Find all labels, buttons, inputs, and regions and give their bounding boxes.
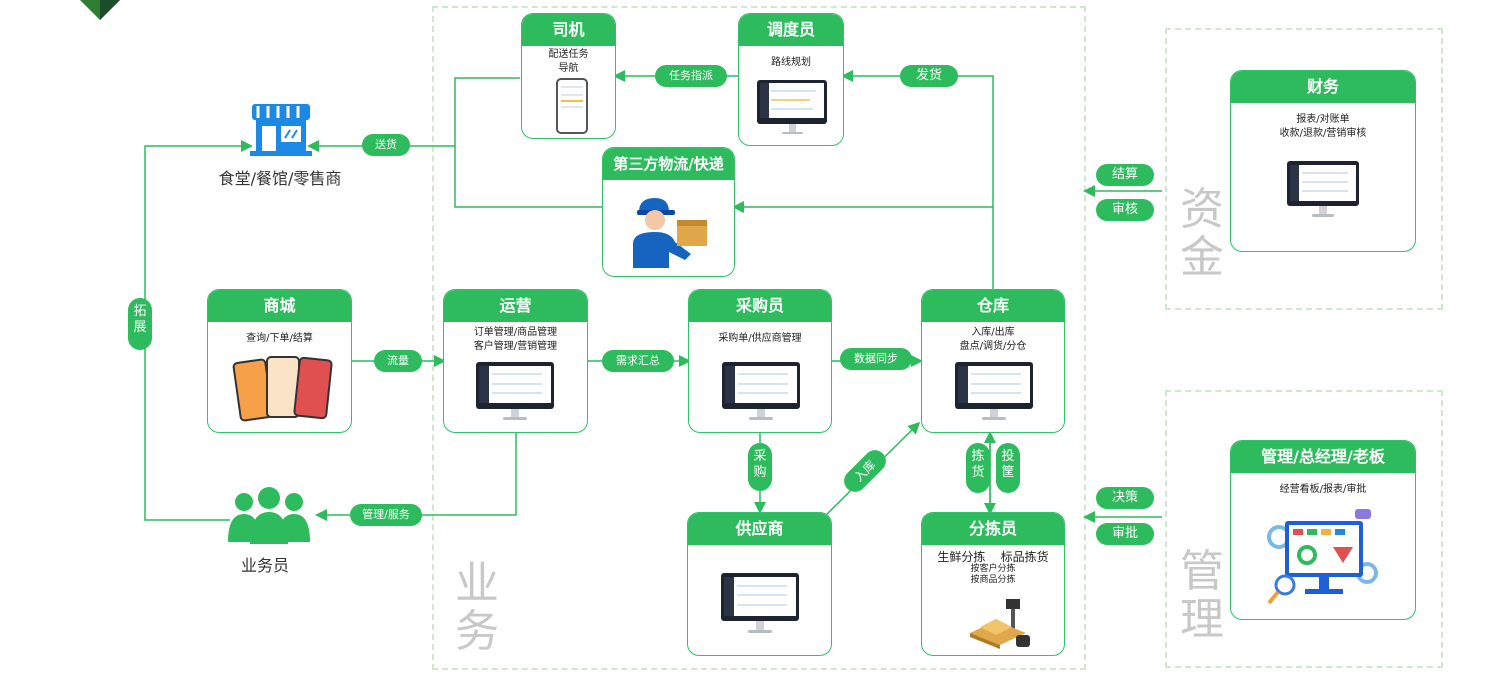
funds-zone-label: 资 金 [1180, 184, 1224, 284]
manage-service-pill: 管理/服务 [350, 504, 422, 526]
restaurant-label: 食堂/餐馆/零售商 [218, 169, 342, 188]
sorter-title: 分拣员 [922, 513, 1064, 545]
approve-pill: 审批 [1096, 523, 1154, 545]
decide-pill: 决策 [1096, 487, 1154, 509]
driver-title: 司机 [522, 14, 615, 46]
dispatcher-line1: 路线规划 [771, 57, 811, 68]
dispatcher-monitor [757, 80, 827, 136]
funds-zone [1165, 28, 1443, 310]
store-icon [250, 100, 312, 156]
salesman-label: 业务员 [240, 556, 289, 575]
finance-line2: 收款/退款/营销审核 [1279, 128, 1367, 139]
purchaser-line1: 采购单/供应商管理 [718, 333, 802, 344]
settle-pill: 结算 [1096, 164, 1154, 186]
sorter-card: 分拣员 生鲜分拣 标品拣货 按客户分拣 按商品分拣 [921, 512, 1065, 656]
mall-title: 商城 [208, 290, 351, 322]
data-sync-pill: 数据同步 [840, 348, 912, 370]
operations-line2: 客户管理/营销管理 [473, 341, 558, 352]
supplier-title: 供应商 [688, 513, 831, 545]
operations-card: 运营 订单管理/商品管理 客户管理/营销管理 [443, 289, 588, 433]
driver-line2: 导航 [558, 63, 579, 74]
edge-ship [841, 70, 994, 290]
warehouse-title: 仓库 [922, 290, 1064, 322]
sorter-line2: 按客户分拣 [970, 564, 1016, 574]
edge-manage-service [315, 433, 517, 521]
ship-pill: 发货 [900, 65, 958, 87]
driver-card: 司机 配送任务 导航 [521, 13, 616, 139]
edge-deliver [307, 77, 520, 152]
management-title: 管理/总经理/老板 [1231, 441, 1415, 473]
finance-monitor [1287, 161, 1359, 219]
driver-line1: 配送任务 [548, 49, 589, 60]
demand-summary-pill: 需求汇总 [602, 350, 674, 372]
purchase-pill: 采购 [748, 443, 772, 491]
supplier-monitor [721, 573, 799, 635]
sorter-line3: 按商品分拣 [970, 575, 1016, 585]
dispatcher-card: 调度员 路线规划 [738, 13, 844, 146]
finance-card: 财务 报表/对账单 收款/退款/营销审核 [1230, 70, 1416, 252]
audit-pill: 审核 [1096, 199, 1154, 221]
management-line1: 经营看板/报表/审批 [1279, 484, 1367, 495]
sorter-line1: 生鲜分拣 标品拣货 [937, 550, 1049, 564]
management-zone [1165, 390, 1443, 668]
operations-line1: 订单管理/商品管理 [473, 327, 558, 338]
logo [60, 0, 140, 20]
warehouse-monitor [955, 362, 1033, 422]
people-icon [226, 486, 312, 544]
purchaser-title: 采购员 [689, 290, 831, 322]
pick-pill: 拣货 [966, 443, 990, 493]
logistics-card: 第三方物流/快递 [602, 147, 735, 277]
business-zone [432, 6, 1086, 670]
management-zone-label: 管 理 [1180, 546, 1224, 646]
operations-monitor [476, 362, 554, 422]
purchaser-card: 采购员 采购单/供应商管理 [688, 289, 832, 433]
scale-icon [966, 597, 1034, 651]
finance-title: 财务 [1231, 71, 1415, 103]
assign-task-pill: 任务指派 [655, 65, 727, 87]
dispatcher-title: 调度员 [739, 14, 843, 46]
business-zone-label: 业 务 [455, 558, 499, 658]
warehouse-line2: 盘点/调货/分仓 [959, 341, 1027, 352]
phone-mockup [556, 78, 588, 134]
courier-icon [629, 194, 711, 268]
supplier-card: 供应商 [687, 512, 832, 656]
deliver-pill: 送货 [362, 134, 410, 156]
mall-line1: 查询/下单/结算 [246, 333, 313, 344]
mall-card: 商城 查询/下单/结算 [207, 289, 352, 433]
warehouse-line1: 入库/出库 [971, 327, 1015, 338]
operations-title: 运营 [444, 290, 587, 322]
warehouse-card: 仓库 入库/出库 盘点/调货/分仓 [921, 289, 1065, 433]
mall-phones [231, 354, 334, 423]
expand-pill: 拓展 [128, 298, 152, 350]
put-away-pill: 投筐 [996, 443, 1020, 493]
traffic-pill: 流量 [374, 350, 422, 372]
logistics-title: 第三方物流/快递 [603, 148, 734, 180]
management-card: 管理/总经理/老板 经营看板/报表/审批 [1230, 440, 1416, 620]
finance-line1: 报表/对账单 [1296, 114, 1350, 125]
dashboard-icon [1267, 507, 1379, 611]
purchaser-monitor [722, 362, 800, 422]
